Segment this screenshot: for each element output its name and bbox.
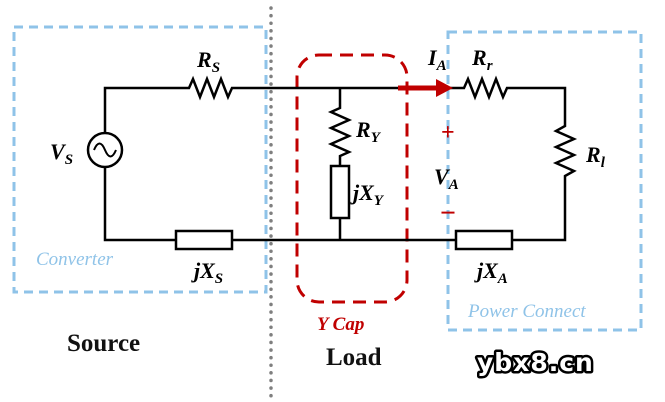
power-connect-box bbox=[446, 30, 643, 332]
source-section-label: Source bbox=[67, 330, 140, 357]
va-label: VA bbox=[434, 164, 459, 193]
rr-resistor bbox=[458, 75, 513, 101]
power-connect-box-label: Power Connect bbox=[467, 301, 586, 322]
jxa-label: jXA bbox=[474, 258, 508, 287]
va-minus-sign: − bbox=[440, 198, 456, 229]
va-plus-sign: + bbox=[441, 120, 455, 146]
jxy-label: jXY bbox=[350, 180, 385, 209]
sine-wave-icon bbox=[93, 142, 117, 158]
ry-label: RY bbox=[355, 117, 382, 146]
ia-arrowhead-icon bbox=[436, 79, 453, 97]
y-cap-box bbox=[295, 53, 409, 304]
rl-resistor bbox=[552, 118, 578, 184]
vs-label: VS bbox=[50, 139, 73, 168]
ia-label: IA bbox=[427, 45, 447, 74]
converter-box bbox=[12, 25, 268, 294]
jxs-reactance-box bbox=[174, 229, 234, 251]
circuit-wires bbox=[103, 86, 567, 242]
jxy-reactance-box bbox=[329, 164, 351, 220]
rl-label: Rl bbox=[585, 142, 606, 171]
ry-resistor bbox=[327, 102, 353, 160]
load-section-label: Load bbox=[326, 344, 382, 371]
jxs-label: jXS bbox=[191, 258, 223, 287]
y-cap-box-label: Y Cap bbox=[317, 314, 364, 335]
watermark: ybx8.cn bbox=[477, 348, 594, 377]
jxa-reactance-box bbox=[454, 229, 514, 251]
converter-box-label: Converter bbox=[36, 249, 114, 270]
rs-resistor bbox=[183, 75, 238, 101]
rs-label: RS bbox=[196, 47, 220, 76]
rr-label: Rr bbox=[471, 45, 493, 74]
